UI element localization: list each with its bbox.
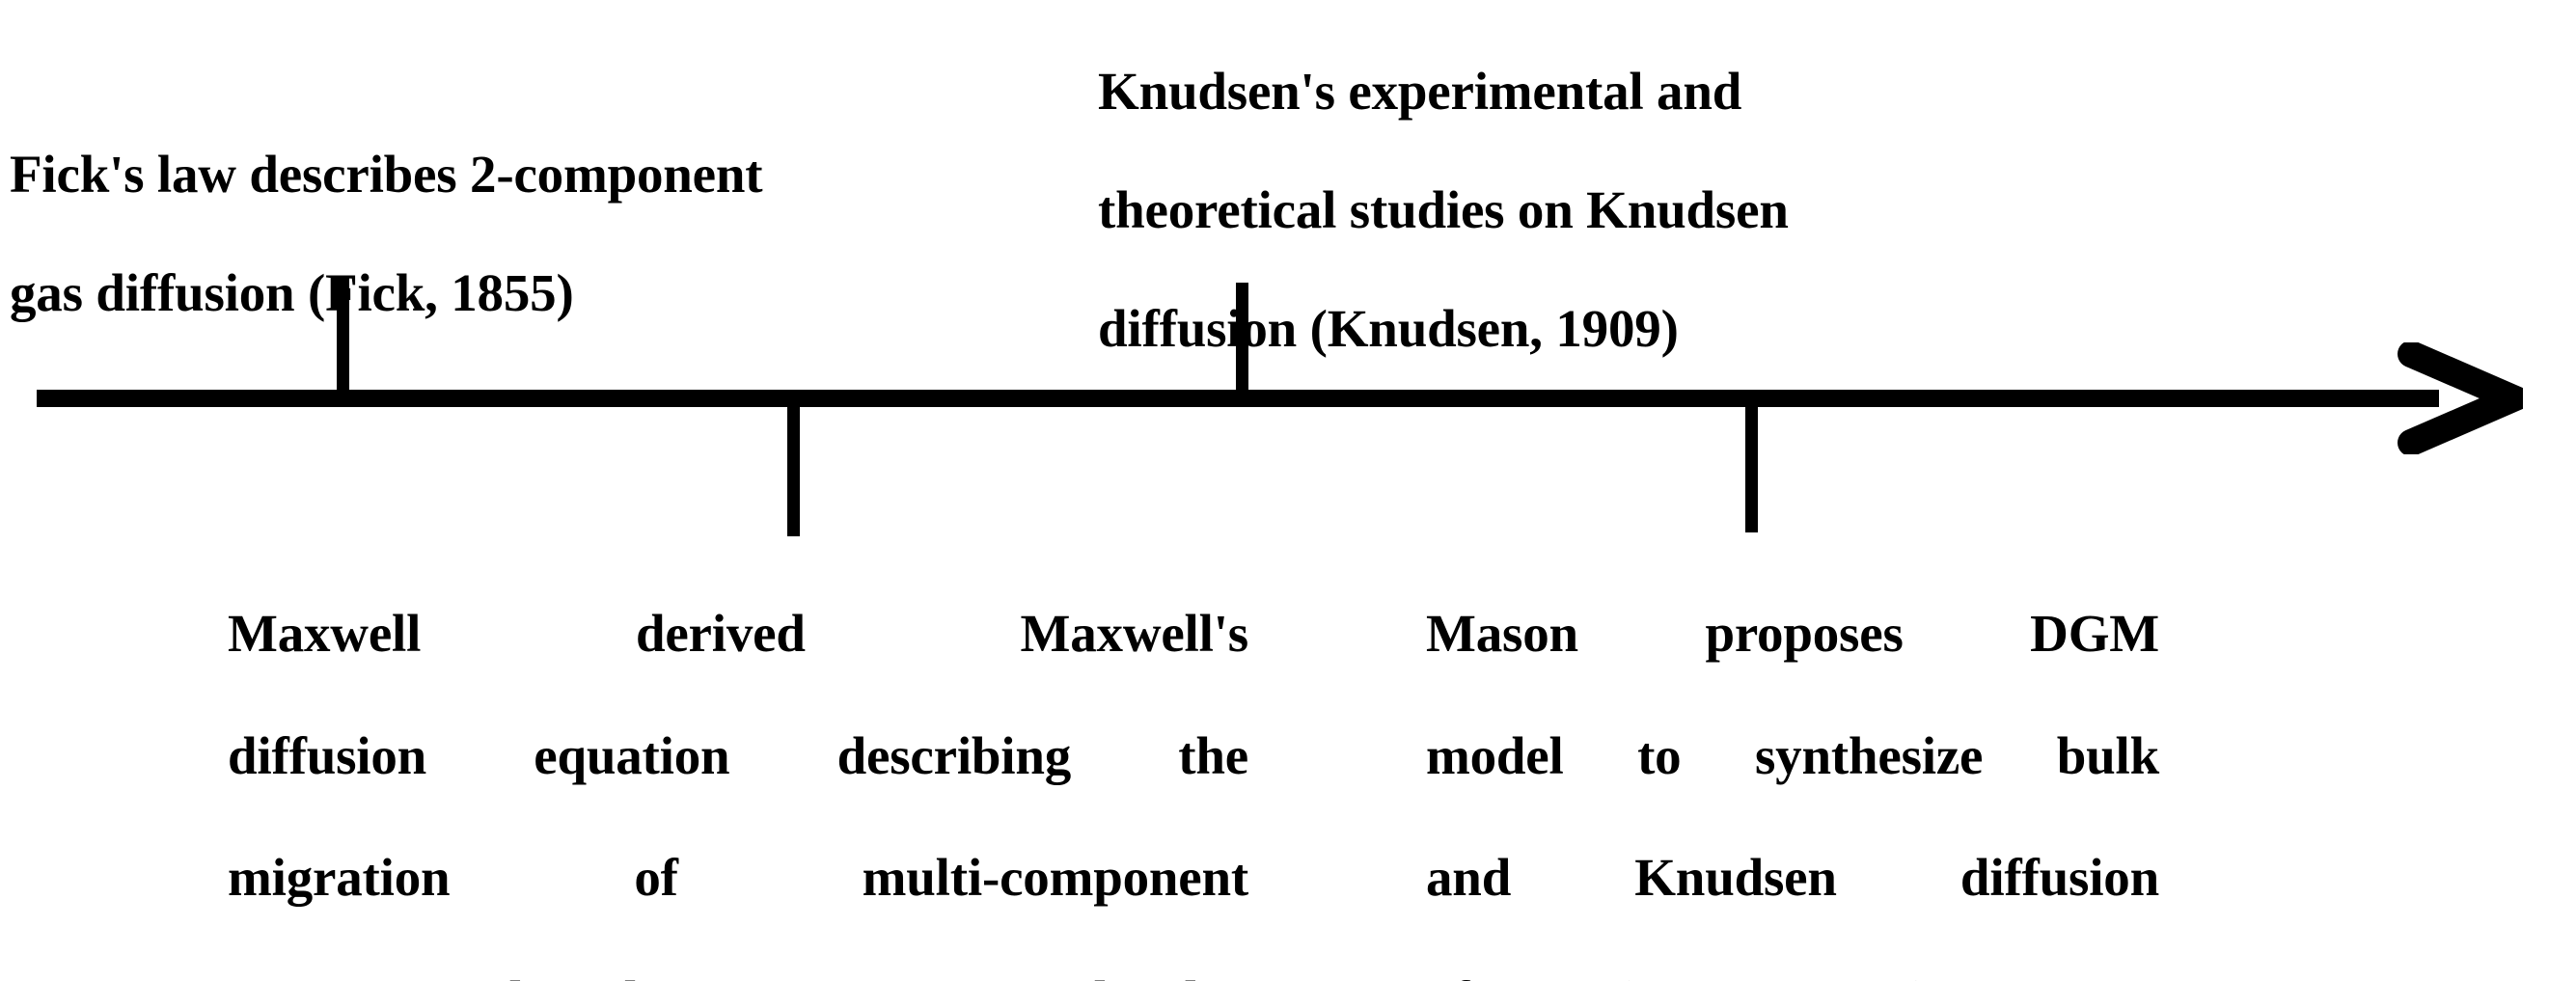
event-label-fick: Fick's law describes 2-component gas dif… bbox=[10, 85, 1061, 382]
event-line: Maxwell derived Maxwell's bbox=[228, 604, 1248, 664]
event-line: diffusion equation describing the bbox=[228, 725, 1248, 785]
event-line: model to synthesize bulk bbox=[1426, 725, 2159, 785]
tick-mark-knudsen bbox=[1236, 283, 1248, 406]
event-line: Fick's law describes 2-component bbox=[10, 144, 763, 204]
event-label-knudsen: Knudsen's experimental and theoretical s… bbox=[1098, 2, 2072, 418]
event-line: gas diffusion (Fick, 1855) bbox=[10, 262, 574, 322]
event-line: and Knudsen diffusion bbox=[1426, 848, 2159, 908]
tick-mark-fick bbox=[337, 276, 349, 397]
tick-mark-maxwell bbox=[787, 401, 800, 536]
event-line: Knudsen's experimental and bbox=[1098, 61, 1742, 121]
event-line: of gases (Mason, 1983) bbox=[1426, 969, 2159, 981]
tick-mark-mason bbox=[1745, 401, 1758, 532]
timeline-arrow-icon bbox=[2398, 341, 2548, 456]
event-line: diffusion (Knudsen, 1909) bbox=[1098, 298, 1679, 358]
event-line: migration of multi-component bbox=[228, 848, 1248, 908]
event-line: Mason proposes DGM bbox=[1426, 604, 2159, 664]
event-line: theoretical studies on Knudsen bbox=[1098, 179, 1789, 239]
event-line: gases based on molecular bbox=[228, 969, 1248, 981]
event-label-mason: Mason proposes DGM model to synthesize b… bbox=[1426, 542, 2159, 981]
event-label-maxwell: Maxwell derived Maxwell's diffusion equa… bbox=[228, 542, 1248, 981]
